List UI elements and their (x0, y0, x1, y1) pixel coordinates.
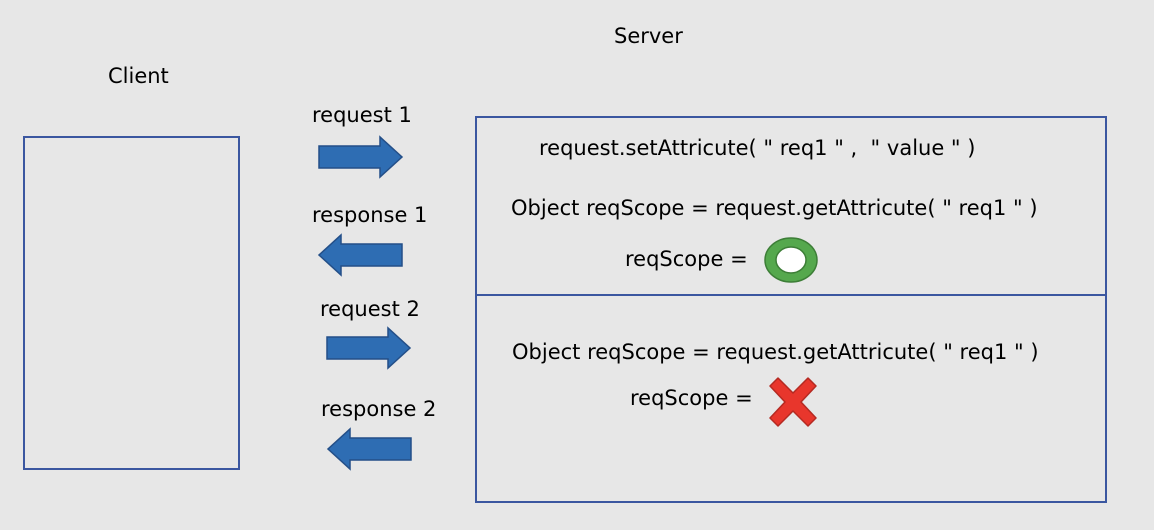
fail-x-icon (769, 377, 817, 427)
response-1-label: response 1 (312, 203, 428, 227)
request-1-label: request 1 (312, 103, 412, 127)
server-title: Server (614, 24, 683, 48)
req-scope-label-2: reqScope = (630, 386, 753, 410)
client-box (23, 136, 240, 470)
get-attribute-line-2: Object reqScope = request.getAttricute( … (512, 340, 1039, 364)
response-2-label: response 2 (321, 397, 437, 421)
set-attribute-line: request.setAttricute( " req1 " , " value… (539, 136, 976, 160)
get-attribute-line-1: Object reqScope = request.getAttricute( … (511, 196, 1038, 220)
req-scope-label-1: reqScope = (625, 247, 748, 271)
request-2-arrow-icon (326, 326, 412, 370)
server-divider (475, 294, 1107, 296)
request-2-label: request 2 (320, 297, 420, 321)
request-1-arrow-icon (318, 135, 404, 179)
response-1-arrow-icon (317, 233, 403, 277)
success-circle-icon (764, 237, 818, 283)
response-2-arrow-icon (326, 427, 412, 471)
client-title: Client (108, 64, 169, 88)
server-box (475, 116, 1107, 503)
